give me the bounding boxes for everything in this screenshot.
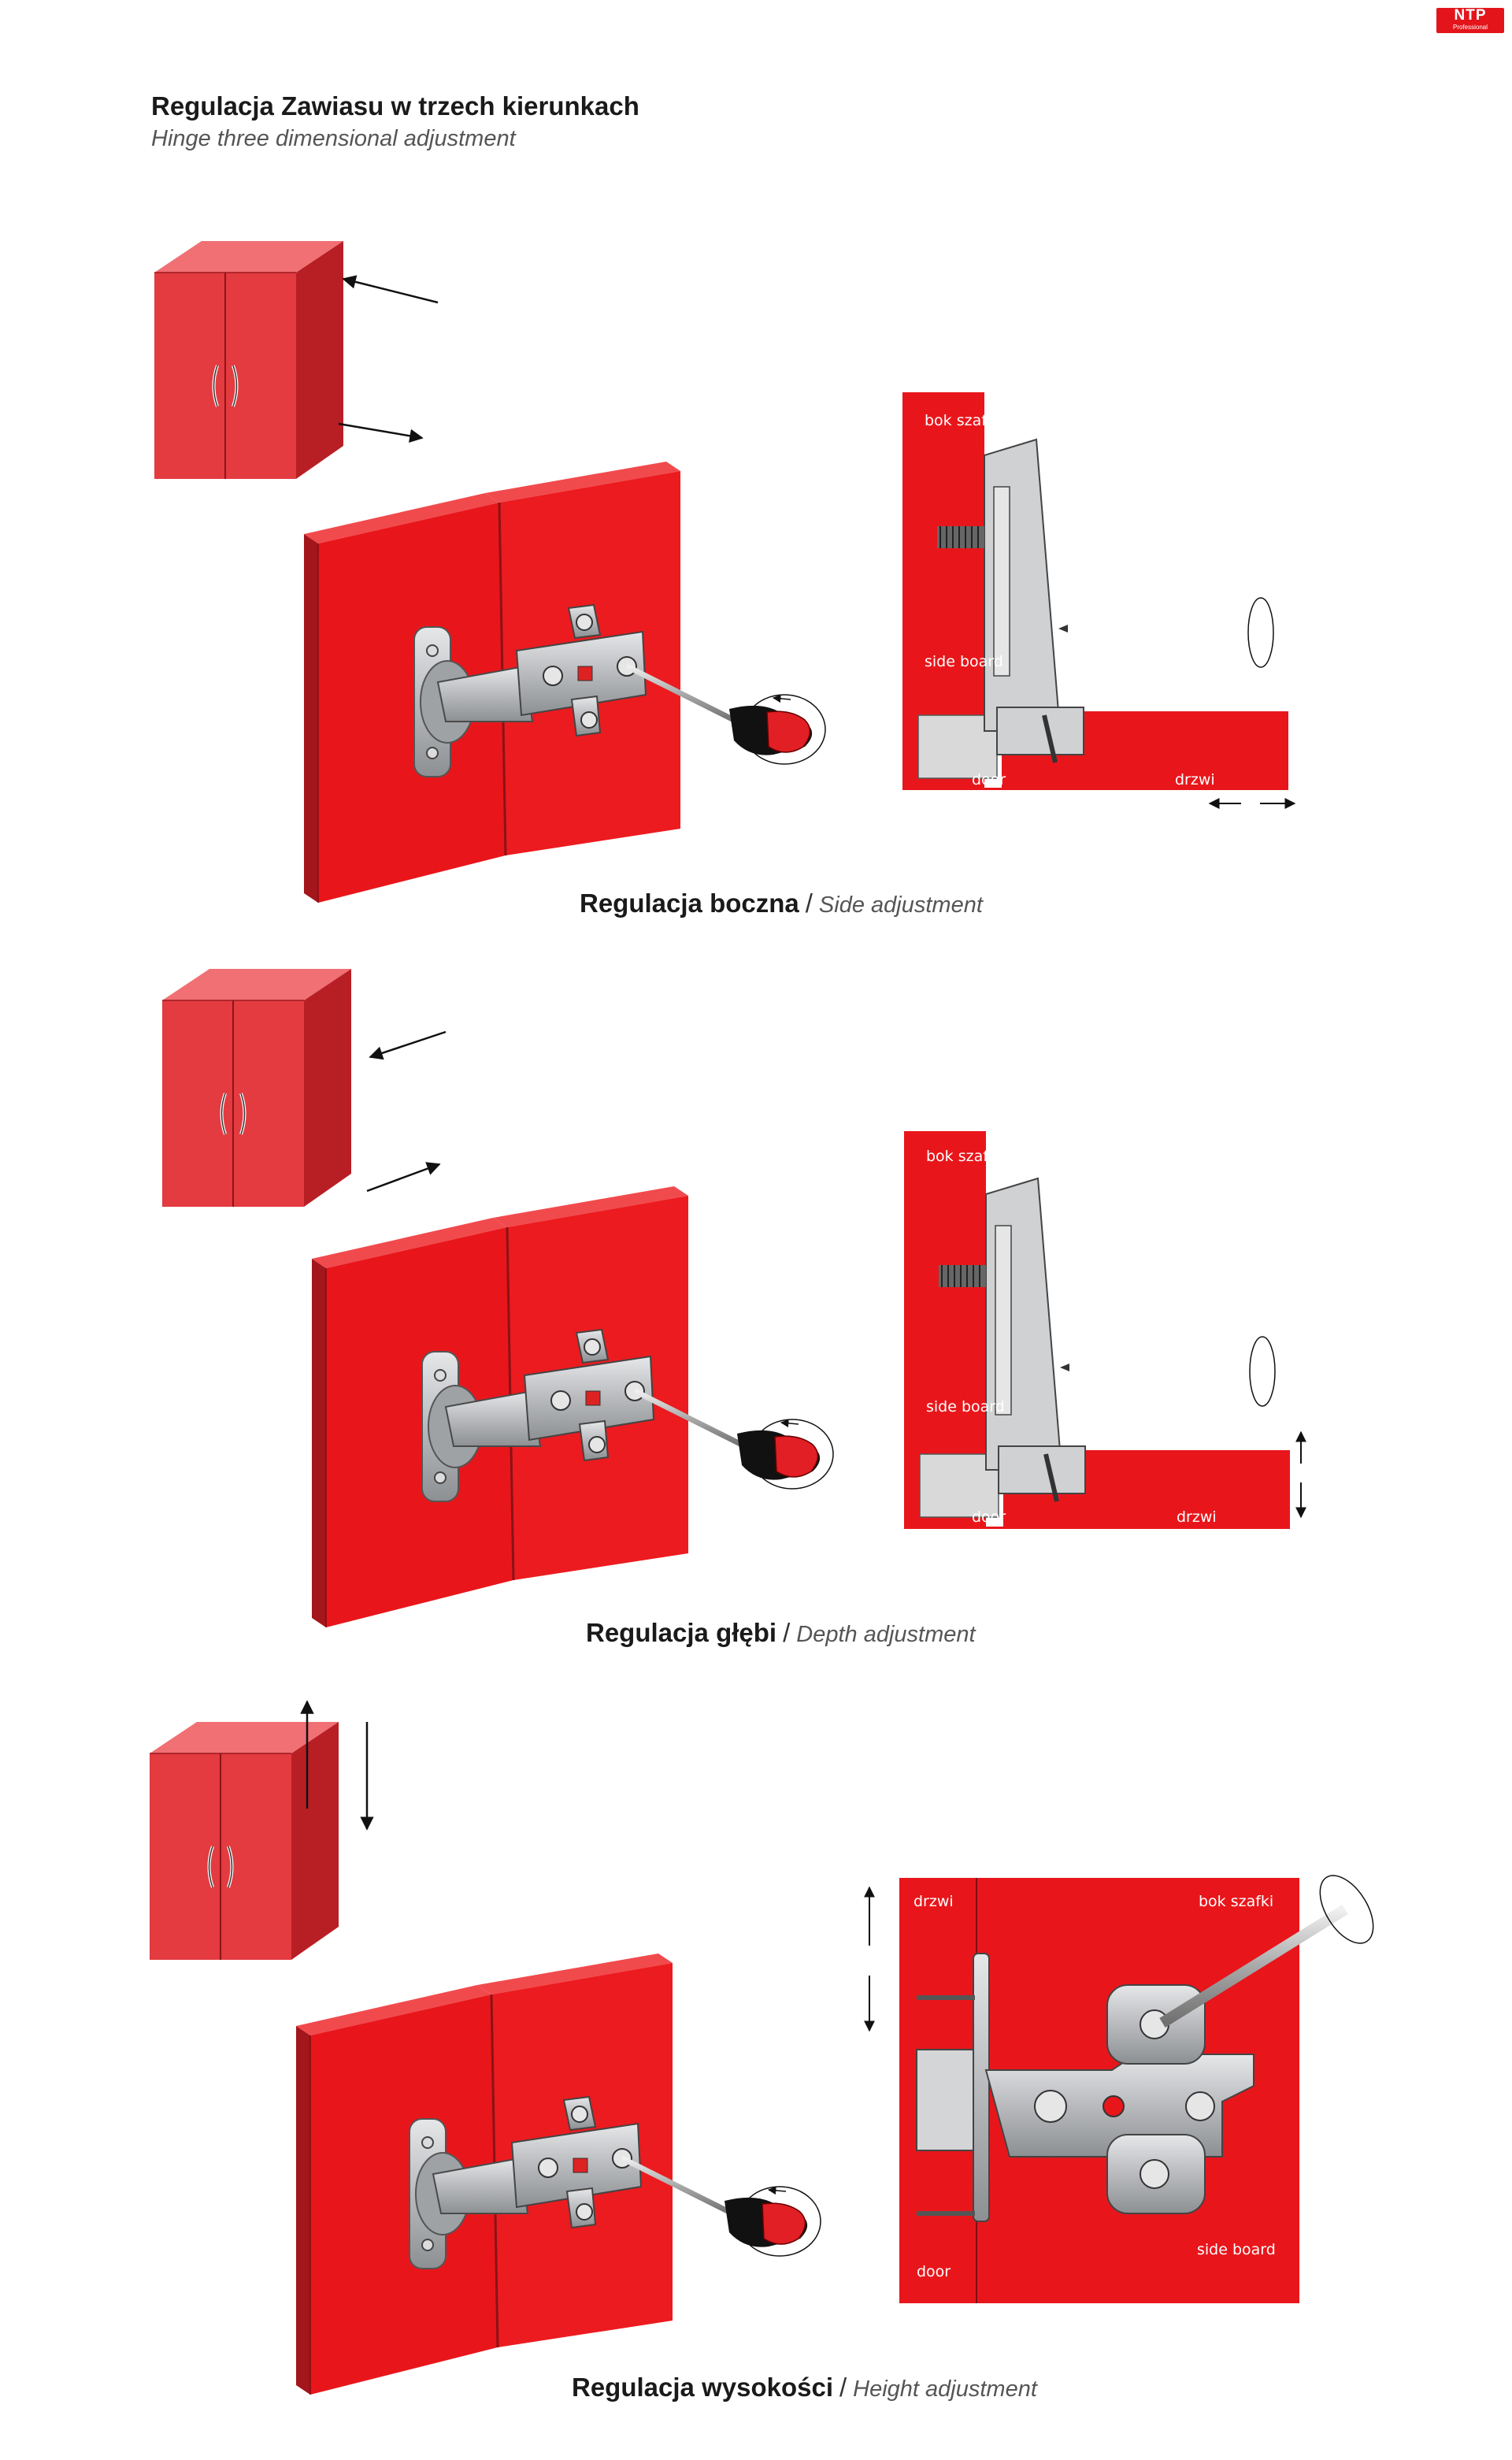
label-bok: bok szafki xyxy=(925,412,999,429)
label-drzwi: drzwi xyxy=(914,1893,954,1910)
caption-en: Side adjustment xyxy=(818,892,983,918)
label-bok: bok szafki xyxy=(926,1148,1001,1165)
side-section-view: bok szafki side board door drzwi xyxy=(902,392,1296,809)
label-door: door xyxy=(972,771,1006,788)
label-side-board: side board xyxy=(926,1398,1005,1416)
caption-separator: / xyxy=(783,1618,791,1647)
caption-en: Depth adjustment xyxy=(796,1622,976,1647)
hinge-illustration xyxy=(295,1952,821,2396)
label-drzwi: drzwi xyxy=(1177,1508,1217,1526)
hinge-illustration xyxy=(302,460,825,904)
label-drzwi: drzwi xyxy=(1175,771,1215,788)
caption-en: Height adjustment xyxy=(853,2377,1037,2402)
cabinet-illustration xyxy=(153,239,439,480)
page-subtitle: Hinge three dimensional adjustment xyxy=(151,126,516,151)
ntp-logo: NTP Professional xyxy=(1436,8,1504,33)
cabinet-illustration xyxy=(161,967,447,1208)
caption-pl: Regulacja boczna xyxy=(580,889,799,918)
label-door: door xyxy=(917,2263,951,2280)
label-side-board: side board xyxy=(1197,2241,1276,2258)
label-side-board: side board xyxy=(925,653,1003,670)
logo-subtext: Professional xyxy=(1452,24,1488,31)
section-caption-depth: Regulacja głębi/Depth adjustment xyxy=(586,1618,976,1648)
cabinet-illustration xyxy=(148,1700,374,1961)
section-caption-height: Regulacja wysokości/Height adjustment xyxy=(572,2373,1037,2402)
front-section-view: drzwi bok szafki side board door xyxy=(864,1875,1374,2303)
hinge-illustration xyxy=(310,1185,833,1629)
caption-separator: / xyxy=(805,889,813,918)
caption-separator: / xyxy=(839,2373,847,2402)
page-title: Regulacja Zawiasu w trzech kierunkach xyxy=(151,91,639,121)
section-caption-side: Regulacja boczna/Side adjustment xyxy=(580,889,983,918)
logo-text: NTP xyxy=(1454,7,1487,24)
caption-pl: Regulacja głębi xyxy=(586,1618,777,1647)
caption-pl: Regulacja wysokości xyxy=(572,2373,833,2402)
label-bok: bok szafki xyxy=(1199,1893,1273,1910)
side-section-view: bok szafki side board door drzwi xyxy=(904,1131,1306,1529)
label-door: door xyxy=(972,1508,1006,1526)
